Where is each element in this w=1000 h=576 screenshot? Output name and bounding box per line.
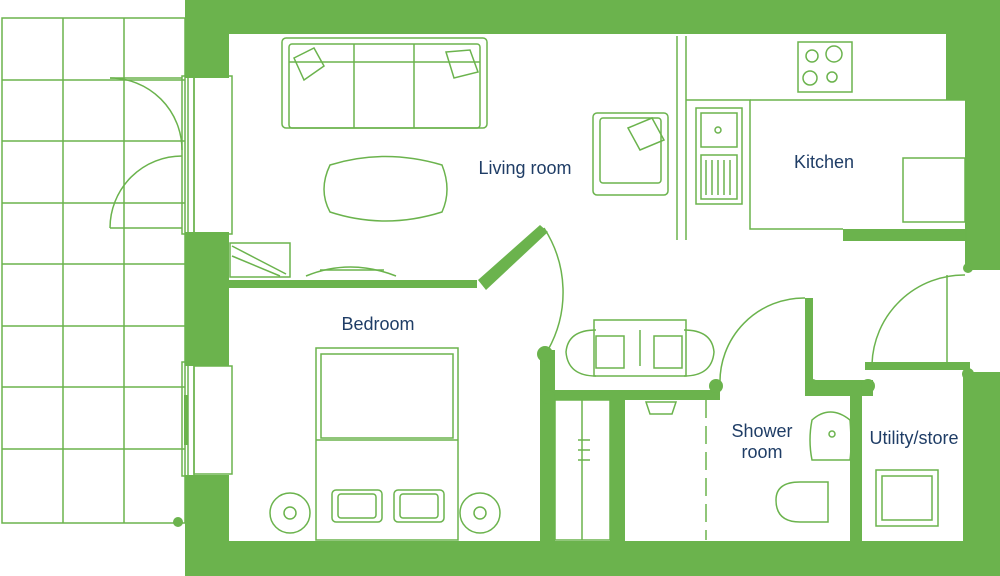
utility-door [871, 274, 966, 365]
kitchen-label: Kitchen [794, 152, 854, 172]
bedroom-label: Bedroom [341, 314, 414, 334]
patio-window-bottom [181, 361, 233, 477]
armchair [592, 112, 669, 196]
wardrobe [554, 399, 611, 541]
terrace-tiles [1, 17, 186, 524]
shower-room-door [719, 297, 806, 386]
bedside-lamps [269, 492, 501, 534]
living-bedroom-door [543, 227, 564, 351]
sofa [281, 37, 488, 129]
kitchen-counter [676, 36, 966, 240]
radiator-and-tv [229, 242, 397, 278]
hob [797, 41, 853, 93]
shower-room-label-line2: room [741, 442, 782, 462]
double-bed [315, 347, 459, 541]
outer-walls [185, 0, 1000, 576]
coffee-table [323, 155, 448, 222]
dining-set [565, 319, 715, 377]
shower-room-label-line1: Shower [731, 421, 792, 441]
living-room-label: Living room [478, 158, 571, 178]
interior-walls [173, 225, 974, 541]
utility-store-label: Utility/store [869, 428, 958, 448]
kitchen-sink [695, 107, 743, 205]
shower-room-fixtures [644, 400, 852, 540]
utility-appliance [875, 469, 939, 527]
patio-door-top [109, 75, 233, 235]
